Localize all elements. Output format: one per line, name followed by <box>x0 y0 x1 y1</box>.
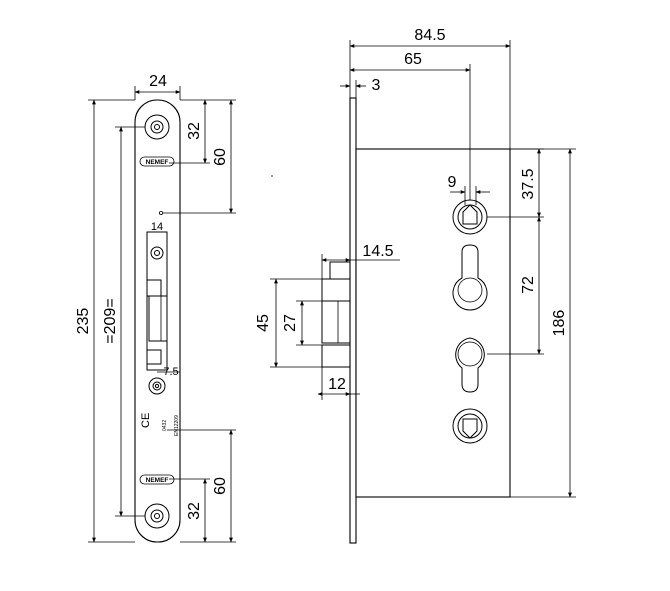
certification-mark: CE 0432 EN12209 <box>140 413 180 436</box>
latch-bolt <box>321 261 351 344</box>
faceplate-front-view: NEMEF NEMEF CE 0432 EN12209 <box>134 99 181 543</box>
cert-code: EN12209 <box>174 415 180 436</box>
dim-overall-depth-label: 84.5 <box>414 27 445 44</box>
brand-label-top: NEMEF <box>146 159 169 166</box>
dim-centre-label: 72 <box>520 276 537 294</box>
dead-bolt <box>321 344 351 368</box>
faceplate-side <box>349 97 357 544</box>
dim-bottom-60-label: 60 <box>212 477 229 495</box>
dim-bottom-32-label: 32 <box>186 502 203 520</box>
dim-bolt-12-label: 12 <box>328 376 346 393</box>
lower-cylinder-cutout <box>455 337 485 393</box>
brand-badge-bottom <box>139 474 175 485</box>
dim-top-60-label: 60 <box>212 148 229 166</box>
cert-number: 0432 <box>162 420 168 431</box>
lock-case-side-view <box>321 97 511 544</box>
dim-spindle-label: 9 <box>448 174 457 191</box>
dim-bolt-offset-label: 7.5 <box>163 366 178 378</box>
dim-hole-spacing-label: =209= <box>102 298 119 343</box>
dim-width-label: 24 <box>149 73 167 90</box>
dim-latch-14-label: 14 <box>151 221 163 233</box>
brand-label-bottom: NEMEF <box>146 477 169 484</box>
dim-latch-projection-label: 14.5 <box>362 243 393 260</box>
dim-total-height-label: 235 <box>75 308 92 335</box>
middle-screw-hole <box>148 377 166 395</box>
ce-mark: CE <box>140 413 152 428</box>
dim-spindle-offset-label: 37.5 <box>520 168 537 199</box>
upper-cylinder-cutout <box>452 244 488 311</box>
faceplate-outline <box>134 99 181 543</box>
left-view-dimensions: 24 235 =209= 32 60 14 7.5 60 <box>75 73 236 543</box>
dim-top-32-label: 32 <box>186 122 203 140</box>
dim-case-height-label: 186 <box>551 310 568 337</box>
dim-latch-27-label: 27 <box>282 314 299 332</box>
bottom-spindle-follower <box>452 408 488 444</box>
dim-backset-label: 65 <box>404 51 422 68</box>
dim-latch-45-label: 45 <box>255 314 272 332</box>
brand-badge-top <box>139 156 175 167</box>
lock-case-body <box>355 148 511 498</box>
right-view-dimensions: 84.5 65 3 9 37.5 72 186 14.5 <box>255 27 576 498</box>
latch-window <box>146 246 168 365</box>
dim-faceplate-label: 3 <box>372 77 381 94</box>
